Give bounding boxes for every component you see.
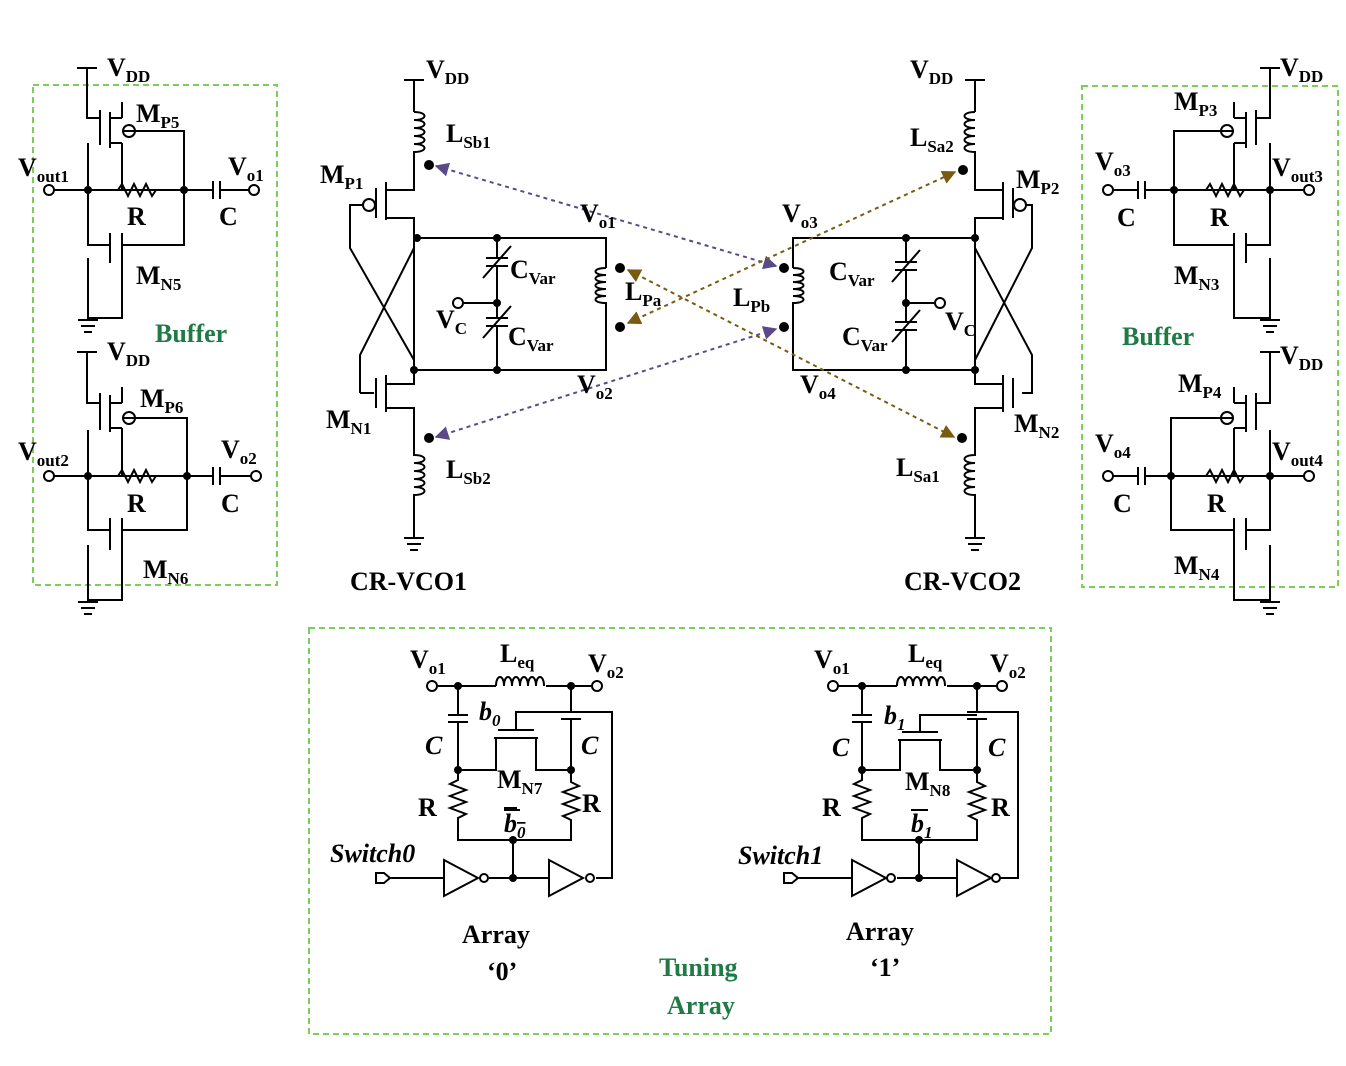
buffer-3: [1102, 67, 1315, 333]
array0-index: ‘0’: [487, 957, 517, 986]
mn8-label: MN8: [905, 767, 950, 800]
c-label: C: [221, 489, 240, 518]
vout4-label: Vout4: [1272, 437, 1323, 470]
b1-bar-label: b1: [911, 809, 933, 842]
cvar-label: CVar: [842, 322, 888, 355]
lsa1-label: LSa1: [896, 453, 940, 486]
mn7-label: MN7: [497, 765, 543, 798]
c-label: C: [1113, 489, 1132, 518]
leq-label: Leq: [908, 639, 943, 672]
buffer-label-right: Buffer: [1122, 322, 1194, 351]
vo1-label: Vo1: [580, 199, 616, 232]
c-label: C: [832, 733, 850, 762]
buffer-box-left: [32, 84, 278, 586]
vdd-label: VDD: [910, 55, 953, 88]
vout2-label: Vout2: [18, 437, 69, 470]
c-label: C: [1117, 203, 1136, 232]
r-label: R: [822, 793, 841, 822]
c-label: C: [425, 731, 443, 760]
r-label: R: [418, 793, 437, 822]
c-label: C: [988, 733, 1006, 762]
lpa-label: LPa: [625, 277, 662, 310]
r-label: R: [991, 793, 1010, 822]
cvar-label: CVar: [508, 322, 554, 355]
vdd-label: VDD: [1280, 53, 1323, 86]
cvar-label: CVar: [829, 257, 875, 290]
mp4-label: MP4: [1178, 369, 1222, 402]
vout3-label: Vout3: [1272, 153, 1323, 186]
vc-label: VC: [436, 305, 467, 338]
vdd-label: VDD: [426, 55, 469, 88]
b0-label: b0: [479, 697, 501, 730]
lsb1-label: LSb1: [446, 119, 491, 152]
mp3-label: MP3: [1174, 87, 1217, 120]
array-1: [783, 676, 1019, 898]
r-label: R: [127, 202, 146, 231]
vo3-label: Vo3: [782, 199, 818, 232]
vo1-label: Vo1: [814, 645, 850, 678]
vo4-label: Vo4: [1095, 429, 1131, 462]
mp6-label: MP6: [140, 384, 183, 417]
c-label: C: [581, 731, 599, 760]
lsa2-label: LSa2: [910, 123, 954, 156]
mn2-label: MN2: [1014, 409, 1059, 442]
array0-title: Array: [462, 920, 530, 949]
b0-bar-label: b0: [504, 809, 526, 842]
buffer-2: [43, 351, 262, 615]
tuning-label-line2: Array: [667, 991, 735, 1020]
vout1-label: Vout1: [18, 153, 69, 186]
c-label: C: [219, 202, 238, 231]
coupling-arrows: [434, 162, 957, 440]
array-0: [375, 676, 613, 898]
vco1-title: CR-VCO1: [350, 567, 467, 596]
vo1-label: Vo1: [228, 152, 264, 185]
mn1-label: MN1: [326, 405, 371, 438]
leq-label: Leq: [500, 639, 535, 672]
r-label: R: [127, 489, 146, 518]
mp1-label: MP1: [320, 160, 363, 193]
r-label: R: [1207, 489, 1226, 518]
mn6-label: MN6: [143, 555, 188, 588]
mn3-label: MN3: [1174, 261, 1219, 294]
vo2-label: Vo2: [588, 649, 624, 682]
r-label: R: [582, 789, 601, 818]
buffer-label-left: Buffer: [155, 319, 227, 348]
vdd-label: VDD: [107, 53, 150, 86]
vdd-label: VDD: [107, 337, 150, 370]
array1-title: Array: [846, 917, 914, 946]
b1-label: b1: [884, 701, 906, 734]
vo2-label: Vo2: [990, 649, 1026, 682]
buffer-4: [1102, 351, 1315, 615]
vo4-label: Vo4: [800, 370, 836, 403]
lpb-label: LPb: [733, 283, 770, 316]
mn5-label: MN5: [136, 261, 181, 294]
buffer-1: [43, 67, 260, 333]
r-label: R: [1210, 203, 1229, 232]
vo2-label: Vo2: [577, 370, 613, 403]
tuning-array-box: [308, 627, 1052, 1035]
vdd-label: VDD: [1280, 341, 1323, 374]
lsb2-label: LSb2: [446, 455, 491, 488]
vo1-label: Vo1: [410, 645, 446, 678]
mp5-label: MP5: [136, 99, 179, 132]
vo2-label: Vo2: [221, 435, 257, 468]
tuning-label-line1: Tuning: [659, 953, 738, 982]
vo3-label: Vo3: [1095, 147, 1131, 180]
switch0-label: Switch0: [330, 839, 415, 868]
vc-label: VC: [945, 307, 976, 340]
mp2-label: MP2: [1016, 165, 1059, 198]
array1-index: ‘1’: [870, 953, 900, 982]
vco2-title: CR-VCO2: [904, 567, 1021, 596]
cvar-label: CVar: [510, 255, 556, 288]
switch1-label: Switch1: [738, 841, 823, 870]
mn4-label: MN4: [1174, 551, 1220, 584]
buffer-box-right: [1081, 85, 1339, 588]
